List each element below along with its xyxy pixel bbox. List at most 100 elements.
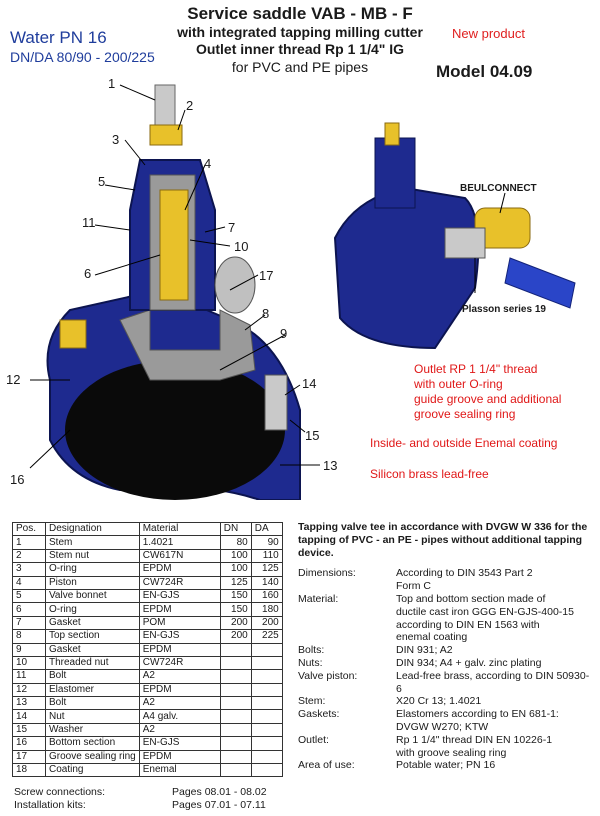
spec-row: Nuts:DIN 934; A4 + galv. zinc plating <box>298 657 594 670</box>
spec-row: Stem:X20 Cr 13; 1.4021 <box>298 695 594 708</box>
callout-8: 8 <box>262 306 270 321</box>
spec-label: Bolts: <box>298 644 325 657</box>
cell-da <box>250 736 283 751</box>
cell-designation: O-ring <box>45 562 140 577</box>
spec-value-line: DVGW W270; KTW <box>396 720 489 733</box>
cell-material: POM <box>138 615 221 631</box>
brass-piston <box>159 189 189 301</box>
cut-surface <box>119 309 256 381</box>
callout-13: 13 <box>323 458 338 473</box>
cell-designation: Bolt <box>45 669 140 684</box>
note-row-screw: Screw connections: Pages 08.01 - 08.02 <box>14 786 267 799</box>
stem-nut <box>149 124 183 146</box>
subtitle-3: for PVC and PE pipes <box>231 59 369 75</box>
cell-da <box>250 763 283 778</box>
leader-lines <box>29 84 320 469</box>
cell-designation: Nut <box>45 709 140 724</box>
header-da: DA <box>250 521 283 537</box>
callout-5: 5 <box>98 174 106 189</box>
cell-da: 160 <box>250 588 283 604</box>
spec-label: Material: <box>298 592 339 605</box>
callout-12: 12 <box>6 372 21 387</box>
cell-designation: Gasket <box>45 642 140 657</box>
cell-da: 140 <box>250 575 283 590</box>
spec-row: Valve piston:Lead-free brass, according … <box>298 670 594 696</box>
cell-dn <box>219 682 252 698</box>
spec-label: Area of use: <box>298 759 355 772</box>
callout-6: 6 <box>84 266 92 281</box>
outlet-note-line-3: guide groove and additional <box>414 392 562 406</box>
cell-dn: 125 <box>219 575 252 590</box>
cell-pos: 17 <box>12 749 46 765</box>
cell-designation: Washer <box>45 722 140 738</box>
title-block: Service saddle VAB - MB - F with integra… <box>140 4 460 76</box>
callout-11: 11 <box>82 215 96 230</box>
cell-dn <box>219 749 252 765</box>
pipe-interior <box>65 360 285 500</box>
spec-label: Dimensions: <box>298 567 356 580</box>
cell-material: EPDM <box>138 682 221 698</box>
callout-4: 4 <box>204 156 212 171</box>
spec-value-line: X20 Cr 13; 1.4021 <box>396 695 482 708</box>
spec-row: Bolts: DIN 931; A2 <box>298 644 594 657</box>
callout-9: 9 <box>280 326 288 341</box>
model-number: Model 04.09 <box>436 62 533 81</box>
spec-value: Potable water; PN 16 <box>396 759 594 772</box>
note-value: Pages 08.01 - 08.02 <box>172 786 267 798</box>
spec-value-line: with groove sealing ring <box>396 746 507 759</box>
callout-7: 7 <box>228 220 236 235</box>
installed-saddle-body <box>333 186 480 350</box>
water-pressure-label: Water PN 16 <box>10 28 107 47</box>
cell-pos: 4 <box>12 575 46 590</box>
left-bolt <box>59 319 87 349</box>
cell-da: 200 <box>250 615 283 631</box>
header-material: Material <box>138 521 221 537</box>
cell-material: EPDM <box>138 749 221 765</box>
spec-value: DIN 934; A4 + galv. zinc plating <box>396 657 594 670</box>
cell-pos: 7 <box>12 615 46 631</box>
cell-designation: Elastomer <box>45 682 140 698</box>
cell-designation: Gasket <box>45 615 140 631</box>
cell-da: 225 <box>250 629 283 644</box>
spec-value: Lead-free brass, according to DIN 50930-… <box>396 670 594 696</box>
cell-designation: Stem <box>45 535 140 550</box>
cell-dn: 200 <box>219 629 252 644</box>
cell-designation: Threaded nut <box>45 655 140 671</box>
note-row-install: Installation kits: Pages 07.01 - 07.11 <box>14 799 267 812</box>
cell-material: A2 <box>138 669 221 684</box>
outlet-note-line-2: with outer O-ring <box>414 377 503 391</box>
cell-da <box>250 722 283 738</box>
cell-pos: 1 <box>12 535 46 550</box>
cell-pos: 9 <box>12 642 46 657</box>
cell-material: A2 <box>138 696 221 711</box>
spec-value-line: according to DIN EN 1563 with <box>396 618 540 631</box>
cell-dn: 200 <box>219 615 252 631</box>
spec-value-line: DIN 931; A2 <box>396 644 453 657</box>
cell-pos: 10 <box>12 655 46 671</box>
spec-label: Outlet: <box>298 733 329 746</box>
pe-pipe <box>504 257 576 309</box>
cell-dn: 150 <box>219 588 252 604</box>
callout-14: 14 <box>302 376 317 391</box>
cell-designation: Top section <box>45 629 140 644</box>
spec-value: Elastomers according to EN 681-1:DVGW W2… <box>396 708 594 734</box>
spec-value-line: Lead-free brass, according to DIN 50930-… <box>396 669 590 695</box>
cell-material: EN-GJS <box>138 588 221 604</box>
cell-dn <box>219 736 252 751</box>
cell-material: EPDM <box>138 562 221 577</box>
outlet-note-line-1: Outlet RP 1 1/4" thread <box>414 362 538 376</box>
cell-designation: O-ring <box>45 602 140 617</box>
cell-da <box>250 669 283 684</box>
header-designation: Designation <box>45 521 140 537</box>
callout-17: 17 <box>259 268 274 283</box>
